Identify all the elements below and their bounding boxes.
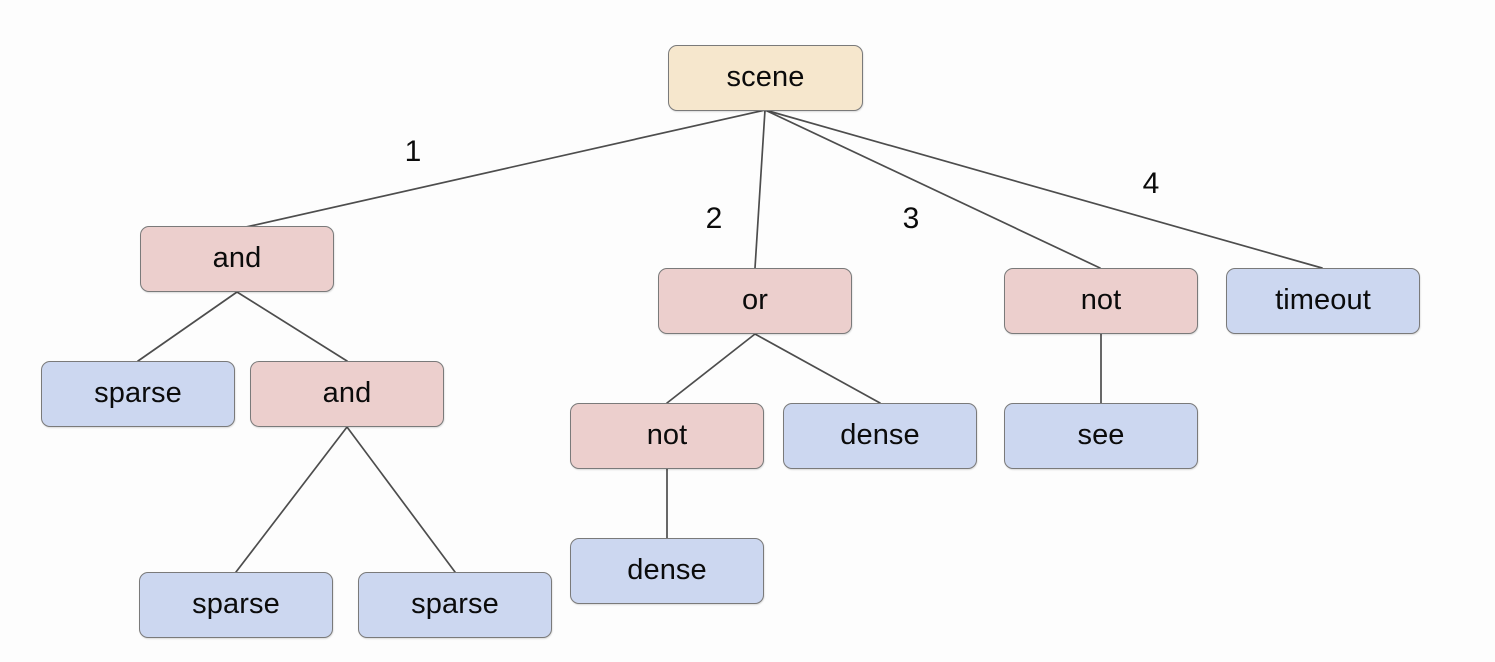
tree-node-dense1[interactable]: dense <box>783 403 977 469</box>
tree-node-label: scene <box>726 60 805 93</box>
tree-node-dense2[interactable]: dense <box>570 538 764 604</box>
tree-node-sparse3[interactable]: sparse <box>358 572 552 638</box>
tree-node-label: and <box>322 376 372 409</box>
edge-label-1: 1 <box>404 135 422 168</box>
tree-node-label: see <box>1077 418 1125 451</box>
edge-label-3: 3 <box>902 202 920 235</box>
tree-node-label: sparse <box>411 587 499 620</box>
tree-node-label: sparse <box>192 587 280 620</box>
tree-node-and1[interactable]: and <box>140 226 334 292</box>
tree-edge-and2-to-sparse3 <box>346 426 456 573</box>
tree-node-or1[interactable]: or <box>658 268 852 334</box>
tree-node-label: sparse <box>94 376 182 409</box>
tree-node-see[interactable]: see <box>1004 403 1198 469</box>
edge-label-2: 2 <box>705 202 723 235</box>
tree-edge-or1-to-dense1 <box>754 333 881 404</box>
tree-node-label: timeout <box>1275 283 1371 316</box>
tree-node-label: not <box>1080 283 1122 316</box>
tree-edge-scene-to-not1 <box>764 109 1101 269</box>
tree-node-label: or <box>742 283 768 316</box>
tree-node-timeout[interactable]: timeout <box>1226 268 1420 334</box>
tree-edge-and1-to-and2 <box>236 291 348 362</box>
tree-node-label: not <box>646 418 688 451</box>
tree-edge-scene-to-or1 <box>754 109 766 269</box>
tree-node-scene[interactable]: scene <box>668 45 863 111</box>
tree-node-sparse2[interactable]: sparse <box>139 572 333 638</box>
edge-label-4: 4 <box>1142 167 1160 200</box>
tree-edge-scene-to-and1 <box>245 109 766 228</box>
tree-node-label: dense <box>840 418 920 451</box>
tree-edge-and2-to-sparse2 <box>235 426 348 573</box>
tree-edge-scene-to-timeout <box>764 109 1323 269</box>
tree-node-label: dense <box>627 553 707 586</box>
tree-edge-or1-to-not2 <box>666 333 756 404</box>
tree-node-not1[interactable]: not <box>1004 268 1198 334</box>
tree-node-label: and <box>212 241 262 274</box>
tree-edge-and1-to-sparse1 <box>137 291 238 362</box>
tree-node-sparse1[interactable]: sparse <box>41 361 235 427</box>
tree-node-not2[interactable]: not <box>570 403 764 469</box>
tree-node-and2[interactable]: and <box>250 361 444 427</box>
